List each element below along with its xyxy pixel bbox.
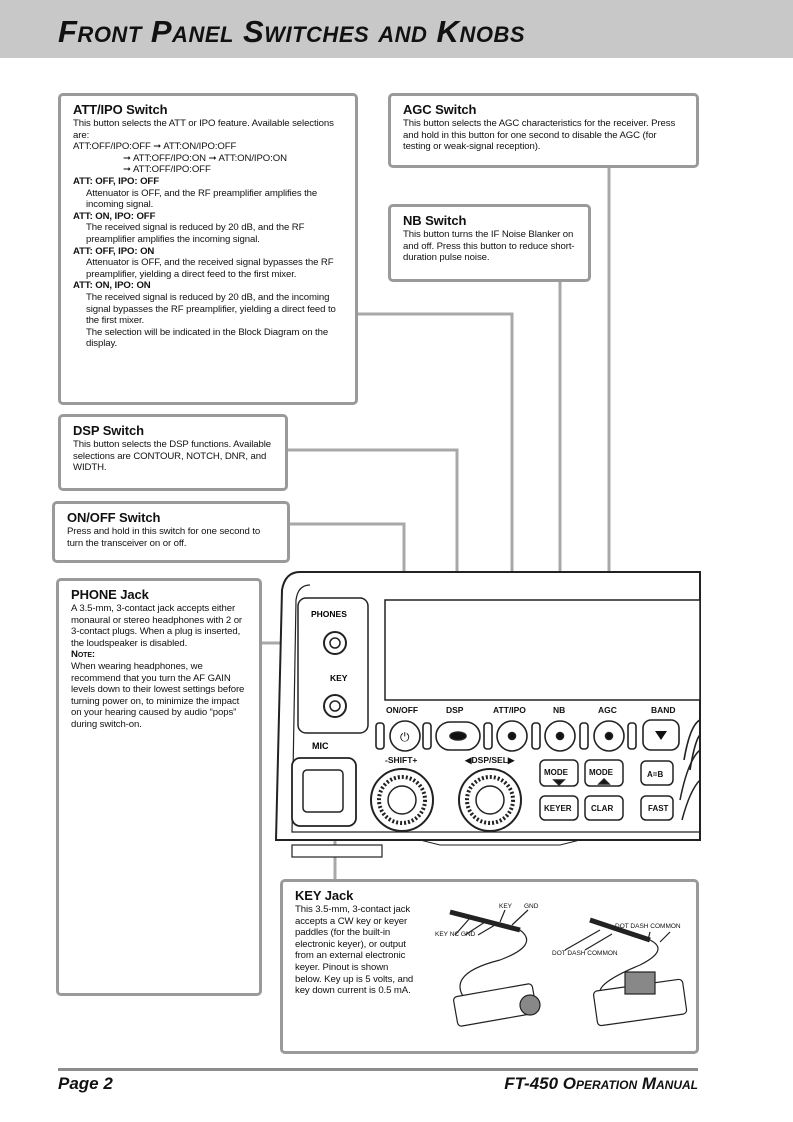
svg-text:-SHIFT+: -SHIFT+ [385, 755, 417, 765]
onoff-title: ON/OFF Switch [67, 510, 161, 525]
nb-switch-box: NB Switch This button turns the IF Noise… [388, 204, 591, 282]
onoff-switch-box: ON/OFF Switch Press and hold in this swi… [52, 501, 290, 563]
svg-text:A=B: A=B [647, 770, 663, 779]
dsp-title: DSP Switch [73, 423, 145, 438]
svg-text:KEYER: KEYER [544, 804, 572, 813]
svg-text:⏻: ⏻ [400, 730, 410, 744]
footer-manual-title: FT-450 Operation Manual [504, 1074, 698, 1093]
svg-text:DSP: DSP [446, 705, 464, 715]
phone-jack-box: PHONE Jack A 3.5-mm, 3-contact jack acce… [56, 578, 262, 996]
phone-text: A 3.5-mm, 3-contact jack accepts either … [71, 603, 243, 649]
att-ipo-sequence-3: ➞ ATT:OFF/IPO:OFF [123, 164, 211, 176]
key-title: KEY Jack [295, 888, 354, 903]
mic-label: MIC [312, 741, 329, 751]
footer-rule [58, 1068, 698, 1071]
radio-front-panel: PHONES KEY MIC ON/OFF DSP ATT/IPO NB AGC… [274, 571, 701, 858]
svg-text:AGC: AGC [598, 705, 617, 715]
onoff-button [389, 720, 421, 752]
dsp-switch-box: DSP Switch This button selects the DSP f… [58, 414, 288, 491]
keyer-button [539, 795, 579, 821]
nb-title: NB Switch [403, 213, 467, 228]
dsp-text: This button selects the DSP functions. A… [73, 439, 272, 474]
att-ipo-setting-3-head: ATT: OFF, IPO: ON [73, 245, 155, 257]
ab-button [640, 760, 674, 786]
svg-text:NB: NB [553, 705, 565, 715]
phone-note-text: When wearing headphones, we recommend th… [71, 660, 245, 730]
svg-text:MODE: MODE [544, 768, 569, 777]
att-ipo-setting-2-head: ATT: ON, IPO: OFF [73, 210, 156, 222]
nb-text: This button turns the IF Noise Blanker o… [403, 229, 575, 264]
mode-up-button [584, 759, 624, 787]
att-ipo-setting-1-text: Attenuator is OFF, and the RF preamplifi… [86, 187, 318, 211]
clar-button [584, 795, 624, 821]
key-jack-label: KEY [330, 673, 348, 683]
att-ipo-setting-4-text: The received signal is reduced by 20 dB,… [86, 291, 336, 327]
att-ipo-setting-2-text: The received signal is reduced by 20 dB,… [86, 222, 305, 245]
svg-text:ATT/IPO: ATT/IPO [493, 705, 526, 715]
svg-text:DOT DASH COMMON: DOT DASH COMMON [552, 950, 618, 957]
att-ipo-title: ATT/IPO Switch [73, 102, 168, 117]
svg-text:ON/OFF: ON/OFF [386, 705, 418, 715]
agc-switch-box: AGC Switch This button selects the AGC c… [388, 93, 699, 168]
att-ipo-setting-1-head: ATT: OFF, IPO: OFF [73, 175, 159, 187]
agc-text: This button selects the AGC characterist… [403, 118, 676, 153]
svg-text:◀DSP/SEL▶: ◀DSP/SEL▶ [464, 755, 516, 765]
header-band [0, 0, 793, 58]
att-ipo-switch-box: ATT/IPO Switch This button selects the A… [58, 93, 358, 405]
att-ipo-sequence-2: ➞ ATT:OFF/IPO:ON ➞ ATT:ON/IPO:ON [123, 152, 287, 164]
svg-text:BAND: BAND [651, 705, 676, 715]
svg-text:MODE: MODE [589, 768, 614, 777]
svg-text:GND: GND [524, 903, 539, 910]
svg-text:CLAR: CLAR [591, 804, 613, 813]
paddle-plug-diagram [564, 917, 688, 1027]
svg-text:DOT DASH COMMON: DOT DASH COMMON [615, 923, 681, 930]
att-ipo-setting-3-text: Attenuator is OFF, and the received sign… [86, 257, 334, 280]
key-plug-diagram [449, 909, 541, 1027]
phone-title: PHONE Jack [71, 587, 149, 602]
att-ipo-setting-4-head: ATT: ON, IPO: ON [73, 280, 151, 292]
agc-title: AGC Switch [403, 102, 477, 117]
footer-page-number: Page 2 [58, 1074, 113, 1093]
fast-button [640, 795, 674, 821]
att-ipo-intro: This button selects the ATT or IPO featu… [73, 118, 334, 141]
key-text: This 3.5-mm, 3-contact jack accepts a CW… [295, 904, 414, 997]
onoff-text: Press and hold in this switch for one se… [67, 526, 261, 549]
att-ipo-display-note: The selection will be indicated in the B… [86, 326, 329, 350]
svg-text:FAST: FAST [648, 804, 669, 813]
svg-text:KEY: KEY [499, 903, 513, 910]
phone-note-label: Note: [71, 649, 96, 661]
key-jack-box: KEY Jack This 3.5-mm, 3-contact jack acc… [280, 879, 699, 1054]
svg-text:KEY NC GND: KEY NC GND [435, 931, 476, 938]
page-title: Front Panel Switches and Knobs [58, 14, 526, 49]
att-ipo-sequence-1: ATT:OFF/IPO:OFF ➞ ATT:ON/IPO:OFF [73, 141, 237, 153]
phones-label: PHONES [311, 609, 347, 619]
